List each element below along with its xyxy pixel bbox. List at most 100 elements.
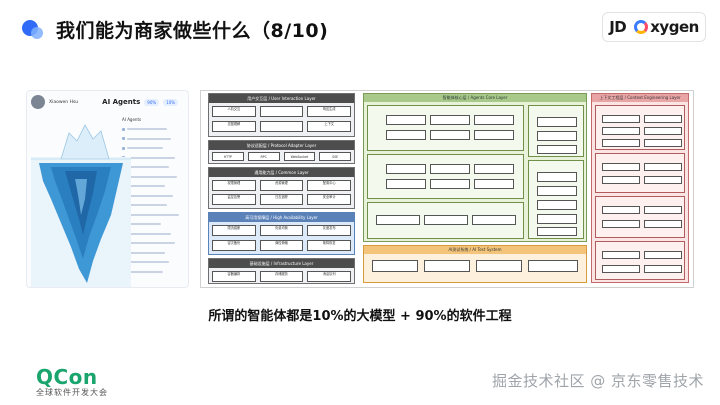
layer-protocol-adapter: 协议适配层 / Protocol Adapter Layer HTTP RPC … <box>208 140 355 164</box>
layer-title: 用户交互层 / User Interaction Layer <box>209 94 354 103</box>
diagram-box <box>386 164 426 174</box>
list-item: AI Agents <box>122 115 184 125</box>
diagram-box <box>602 176 640 184</box>
diagram-box: 弹性伸缩 <box>259 240 304 251</box>
diagram-box <box>537 131 577 141</box>
diagram-box: 安全审计 <box>307 194 352 205</box>
diagram-box <box>430 130 470 140</box>
agents-core-block-1 <box>367 105 524 151</box>
diagram-box: 上下文 <box>307 121 352 132</box>
architecture-diagram: 用户交互层 / User Interaction Layer 人机交互响应生成 … <box>200 90 694 288</box>
oxygen-o-icon <box>634 20 649 34</box>
diagram-box <box>386 179 426 189</box>
list-item <box>122 267 184 277</box>
layer-common: 通用能力层 / Common Layer 权限管理资源管理配置中心 监控告警日志… <box>208 167 355 209</box>
diagram-box <box>602 127 640 135</box>
layer-title: 基础设施层 / Infrastructure Layer <box>209 259 354 268</box>
diagram-box <box>386 130 426 140</box>
list-item <box>122 144 184 154</box>
ai-test-header: AI测试系统 / AI Test System <box>364 246 586 254</box>
diagram-box: SSE <box>319 152 351 161</box>
diagram-box <box>644 206 682 214</box>
diagram-box: WebSocket <box>283 152 316 161</box>
diagram-column-agents-core: 智能体核心层 / Agents Core Layer <box>363 93 587 242</box>
list-item <box>122 220 184 230</box>
iceberg-thumbnail: Xiaowen Hsu AI Agents 90% 10% AI Agents <box>26 90 189 288</box>
diagram-box <box>372 260 418 272</box>
diagram-box <box>644 139 682 147</box>
slide-title: 我们能为商家做些什么（8/10) <box>56 20 329 42</box>
layer-title: 高可用保障层 / High Availability Layer <box>209 213 354 222</box>
diagram-box <box>602 206 640 214</box>
diagram-box: 权限管理 <box>212 180 256 191</box>
list-item <box>122 172 184 182</box>
logo-text-jd: JD <box>609 18 627 36</box>
layer-high-availability: 高可用保障层 / High Availability Layer 限流熔断负载均… <box>208 212 355 255</box>
diagram-box: RPC <box>247 152 280 161</box>
diagram-box <box>537 145 577 154</box>
agents-core-block-event-bus <box>528 160 584 239</box>
diagram-box: 存储服务 <box>259 271 304 282</box>
diagram-box: 人机交互 <box>212 106 256 117</box>
diagram-box <box>474 164 514 174</box>
diagram-box <box>424 260 470 272</box>
diagram-box: 资源管理 <box>259 180 304 191</box>
diagram-box <box>430 115 470 125</box>
diagram-box <box>430 164 470 174</box>
diagram-box <box>644 163 682 171</box>
diagram-box: 容灾备份 <box>212 240 256 251</box>
block-title <box>368 106 523 113</box>
list-item <box>122 229 184 239</box>
list-item <box>122 134 184 144</box>
diagram-column-context-engineering: 上下文工程层 / Context Engineering Layer <box>591 93 689 283</box>
logo-text-xygen: xygen <box>650 18 699 36</box>
slide-caption: 所谓的智能体都是10%的大模型 + 90%的软件工程 <box>208 309 512 324</box>
list-item <box>122 210 184 220</box>
thumbnail-header: Xiaowen Hsu AI Agents 90% 10% <box>27 91 188 113</box>
block-title <box>529 161 583 168</box>
diagram-box <box>430 179 470 189</box>
watermark: 掘金技术社区 @ 京东零售技术 <box>491 372 704 390</box>
thumbnail-list: AI Agents <box>122 115 184 277</box>
diagram-box <box>376 215 420 225</box>
thumbnail-heading: AI Agents <box>102 98 141 106</box>
list-item <box>122 201 184 211</box>
diagram-box <box>602 220 640 228</box>
qcon-logo: QCon 全球软件开发大会 <box>36 365 108 398</box>
diagram-box: 监控告警 <box>212 194 256 205</box>
diagram-box <box>474 130 514 140</box>
diagram-column-layers: 用户交互层 / User Interaction Layer 人机交互响应生成 … <box>205 93 358 284</box>
diagram-box <box>537 172 577 182</box>
context-block-1 <box>595 105 685 150</box>
layer-user-interaction: 用户交互层 / User Interaction Layer 人机交互响应生成 … <box>208 93 355 137</box>
list-item <box>122 239 184 249</box>
diagram-box <box>424 215 468 225</box>
thumbnail-subheading: AI Agents <box>122 117 142 123</box>
diagram-box: 配置中心 <box>307 180 352 191</box>
diagram-box <box>644 220 682 228</box>
context-block-4 <box>595 241 685 280</box>
block-title <box>596 197 684 204</box>
diagram-box: 日志追踪 <box>259 194 304 205</box>
diagram-box <box>644 265 682 273</box>
diagram-box: 容器编排 <box>212 271 256 282</box>
iceberg-illustration <box>31 124 131 287</box>
agents-core-block-3 <box>367 202 524 239</box>
diagram-box: 负载均衡 <box>259 225 304 236</box>
diagram-box: 意图理解 <box>212 121 256 132</box>
diagram-box <box>537 200 577 210</box>
diagram-box: HTTP <box>212 152 244 161</box>
diagram-box: 故障恢复 <box>307 240 352 251</box>
qcon-subtitle: 全球软件开发大会 <box>36 388 108 397</box>
context-block-3 <box>595 196 685 238</box>
list-item <box>122 153 184 163</box>
layer-title: 通用能力层 / Common Layer <box>209 168 354 177</box>
block-title <box>596 106 684 113</box>
layer-infrastructure: 基础设施层 / Infrastructure Layer 容器编排存储服务消息队… <box>208 258 355 284</box>
list-item <box>122 248 184 258</box>
agents-core-block-2 <box>367 154 524 199</box>
diagram-box: 响应生成 <box>307 106 352 117</box>
diagram-box <box>537 214 577 224</box>
list-item <box>122 191 184 201</box>
diagram-box <box>476 260 522 272</box>
